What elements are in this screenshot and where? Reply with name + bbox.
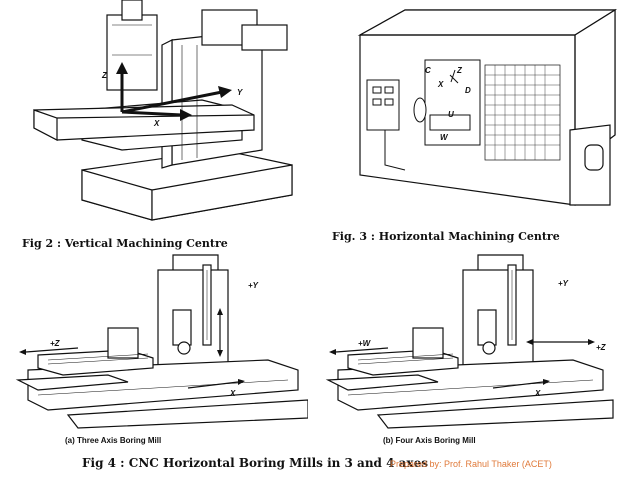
horizontal-machining-centre-drawing: C X Z D U W: [357, 8, 618, 206]
fig3-w-axis-label: W: [440, 133, 449, 142]
fig4a-z-axis-label: +Z: [50, 339, 61, 348]
fig3-c-axis-label: C: [425, 66, 431, 75]
three-axis-boring-mill-drawing: +Y +Z X: [15, 254, 308, 429]
fig3-caption: Fig. 3 : Horizontal Machining Centre: [332, 230, 560, 243]
vertical-machining-centre-drawing: Z Y X: [33, 0, 293, 221]
fig3-z-axis-label: Z: [456, 66, 463, 75]
four-axis-boring-mill-drawing: +Y +W +Z X: [325, 254, 614, 429]
fig2-y-axis-label: Y: [237, 88, 243, 97]
fig2-z-axis-label: Z: [101, 71, 108, 80]
fig4b-y-axis-label: +Y: [558, 279, 569, 288]
fig4-caption: Fig 4 : CNC Horizontal Boring Mills in 3…: [82, 456, 428, 470]
fig4b-x-axis-label: X: [534, 389, 541, 398]
fig4b-subcaption: (b) Four Axis Boring Mill: [383, 436, 476, 445]
fig3-x-axis-label: X: [437, 80, 444, 89]
fig4b-z-axis-label: +Z: [596, 343, 607, 352]
fig4a-x-axis-label: X: [229, 389, 236, 398]
fig2-x-axis-label: X: [153, 119, 160, 128]
fig3-d-axis-label: D: [465, 86, 471, 95]
fig4a-y-axis-label: +Y: [248, 281, 259, 290]
fig4a-subcaption: (a) Three Axis Boring Mill: [65, 436, 162, 445]
fig4b-w-axis-label: +W: [358, 339, 372, 348]
credit-text: Prepared by: Prof. Rahul Thaker (ACET): [390, 459, 552, 469]
fig2-caption: Fig 2 : Vertical Machining Centre: [22, 237, 228, 250]
fig3-u-axis-label: U: [448, 110, 454, 119]
